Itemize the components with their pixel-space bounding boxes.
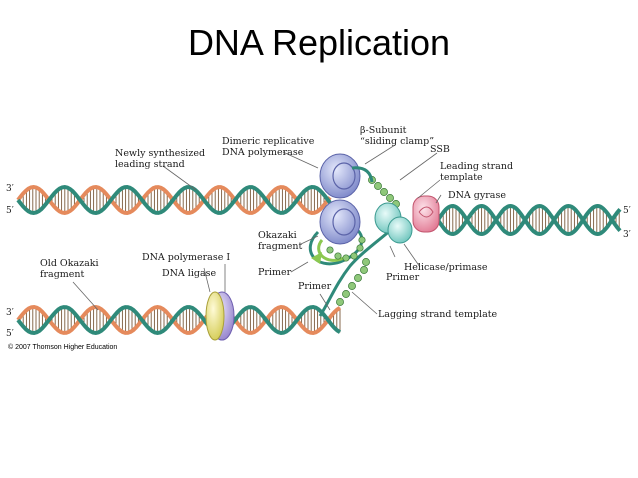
label-beta-subunit: β-Subunit“sliding clamp” <box>360 125 435 147</box>
dna-backbone <box>436 203 622 237</box>
dna-backbone <box>16 304 342 336</box>
okazaki-fragment-strand <box>317 239 345 262</box>
dna-gyrase <box>412 195 440 233</box>
helicase-primase <box>374 202 413 244</box>
slide-title: DNA Replication <box>187 22 451 63</box>
strand-end-right-3prime: 3′ <box>623 230 631 240</box>
dna-backbone <box>16 304 342 336</box>
copyright-notice: © 2007 Thomson Higher Education <box>8 344 118 351</box>
label-ssb: SSB <box>430 144 450 155</box>
label-dna-polymerase-one: DNA polymerase I <box>142 252 231 263</box>
parental-helix-leading <box>16 184 332 216</box>
dna-polymerase-dimer <box>319 153 361 245</box>
dna-ligase <box>205 291 225 341</box>
callout-lines <box>72 144 442 315</box>
label-dna-ligase: DNA ligase <box>162 268 217 279</box>
label-primer-lower: Primer <box>298 281 332 292</box>
strand-end-upper-3prime: 3′ <box>6 184 14 194</box>
lagging-strand-template-path <box>318 220 402 317</box>
primer-arrow <box>311 252 322 264</box>
strand-end-upper-5prime: 5′ <box>6 206 14 216</box>
strand-end-lower-3prime: 3′ <box>6 308 14 318</box>
label-lagging-template: Lagging strand template <box>378 309 498 320</box>
sliding-clamp <box>351 166 374 183</box>
dna-backbone <box>16 184 332 216</box>
strand-end-lower-5prime: 5′ <box>6 329 14 339</box>
parental-helix-right <box>436 203 622 237</box>
label-primer-right: Primer <box>386 272 420 283</box>
dna-backbone <box>436 203 622 237</box>
lagging-strand-helix <box>16 304 342 336</box>
strand-end-right-5prime: 5′ <box>623 206 631 216</box>
label-dna-gyrase: DNA gyrase <box>448 190 506 201</box>
label-helicase-primase: Helicase/primase <box>404 262 488 273</box>
label-primer-left: Primer <box>258 267 292 278</box>
